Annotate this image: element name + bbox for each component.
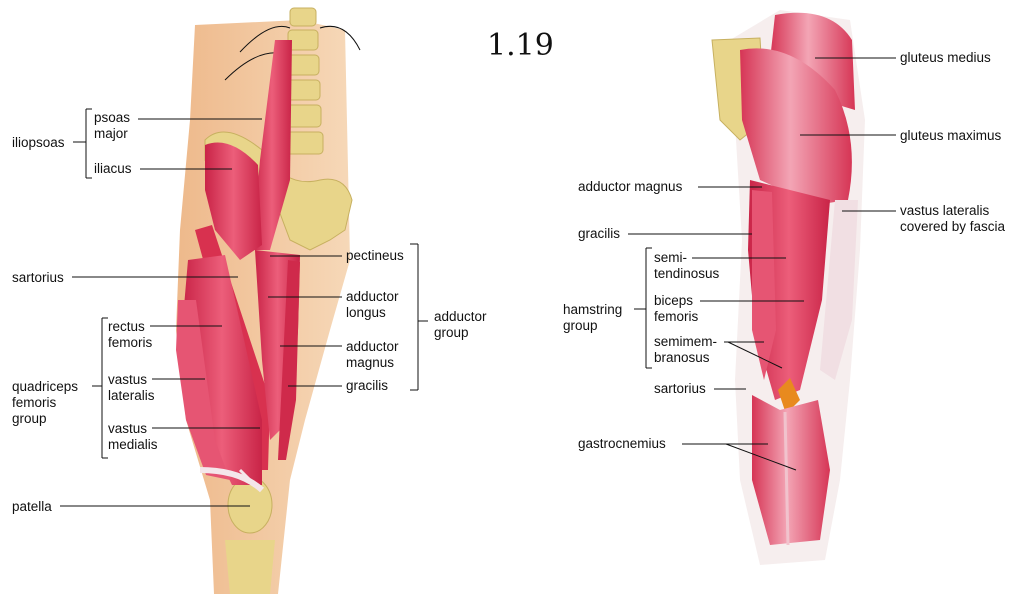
vastus-lateralis-fascia <box>820 200 858 380</box>
label-biceps-femoris: biceps femoris <box>654 293 699 324</box>
label-adductor-magnus: adductor magnus <box>346 339 402 370</box>
label-pectineus: pectineus <box>346 248 404 263</box>
figure-number: 1.19 <box>487 28 554 63</box>
label-psoas-major: psoas major <box>94 110 134 141</box>
tibia-bone <box>225 540 275 594</box>
psoas-major-muscle <box>252 40 292 250</box>
lumbar-spine <box>224 7 361 155</box>
label-rectus-femoris: rectus femoris <box>108 319 153 350</box>
patella-bone <box>227 476 273 534</box>
vastus-lateralis-muscle <box>176 300 230 480</box>
posterior-labels: gluteus medius gluteus maximus vastus la… <box>563 50 1006 471</box>
popliteal-fossa <box>778 378 800 414</box>
label-vastus-medialis: vastus medialis <box>108 421 158 452</box>
iliacus-muscle <box>205 142 262 260</box>
posterior-thigh-illustration <box>711 10 865 565</box>
label-vastus-lateralis-fascia: vastus lateralis covered by fascia <box>900 203 1006 234</box>
label-hamstring-group: hamstring group <box>563 302 626 333</box>
label-sartorius: sartorius <box>12 270 64 285</box>
label-semimembranosus: semimem- branosus <box>654 334 721 365</box>
label-adductor-longus: adductor longus <box>346 289 402 320</box>
label-iliacus: iliacus <box>94 161 132 176</box>
label-gluteus-maximus: gluteus maximus <box>900 128 1002 143</box>
anterior-labels: iliopsoas psoas major iliacus sartorius … <box>12 108 490 514</box>
gluteus-maximus-muscle <box>740 48 852 206</box>
label-sartorius-posterior: sartorius <box>654 381 706 396</box>
gluteus-medius-muscle <box>770 12 855 110</box>
label-semitendinosus: semi- tendinosus <box>654 250 720 281</box>
label-adductor-group: adductor group <box>434 309 490 340</box>
label-gracilis: gracilis <box>346 378 388 393</box>
label-vastus-lateralis: vastus lateralis <box>108 372 155 403</box>
label-gastrocnemius: gastrocnemius <box>578 436 666 451</box>
gastrocnemius-muscle <box>752 395 830 545</box>
label-iliopsoas: iliopsoas <box>12 135 65 150</box>
label-patella: patella <box>12 499 52 514</box>
label-quadriceps-group: quadriceps femoris group <box>12 379 82 426</box>
label-gluteus-medius: gluteus medius <box>900 50 991 65</box>
label-gracilis-posterior: gracilis <box>578 226 620 241</box>
semitendinosus-muscle <box>752 190 776 380</box>
label-adductor-magnus-posterior: adductor magnus <box>578 179 683 194</box>
gracilis-muscle <box>278 260 300 460</box>
